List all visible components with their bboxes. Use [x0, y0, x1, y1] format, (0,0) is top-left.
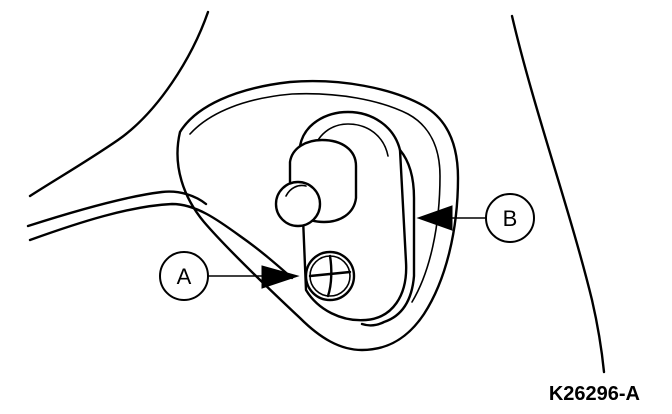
callout-b-label: B	[503, 206, 518, 231]
switch-body-side	[360, 148, 416, 327]
callout-a-label: A	[177, 264, 192, 289]
trim-panel-upper-edge	[28, 10, 210, 198]
callout-a-circle	[159, 251, 209, 301]
body-edge-line	[510, 14, 606, 374]
recess-inner-lip	[189, 92, 441, 303]
plunger-tip	[274, 180, 322, 228]
callout-a-arrow	[261, 265, 300, 289]
screw-slot	[308, 254, 352, 298]
trim-panel-lower-edge	[26, 190, 208, 228]
trim-panel-contour	[28, 202, 294, 280]
callout-b-circle	[485, 193, 535, 243]
recess-housing	[176, 79, 460, 352]
plunger-tip-highlight	[285, 184, 307, 197]
figure-id: K26296-A	[549, 383, 640, 405]
callout-b-arrow	[416, 205, 453, 231]
retaining-screw	[304, 250, 356, 302]
